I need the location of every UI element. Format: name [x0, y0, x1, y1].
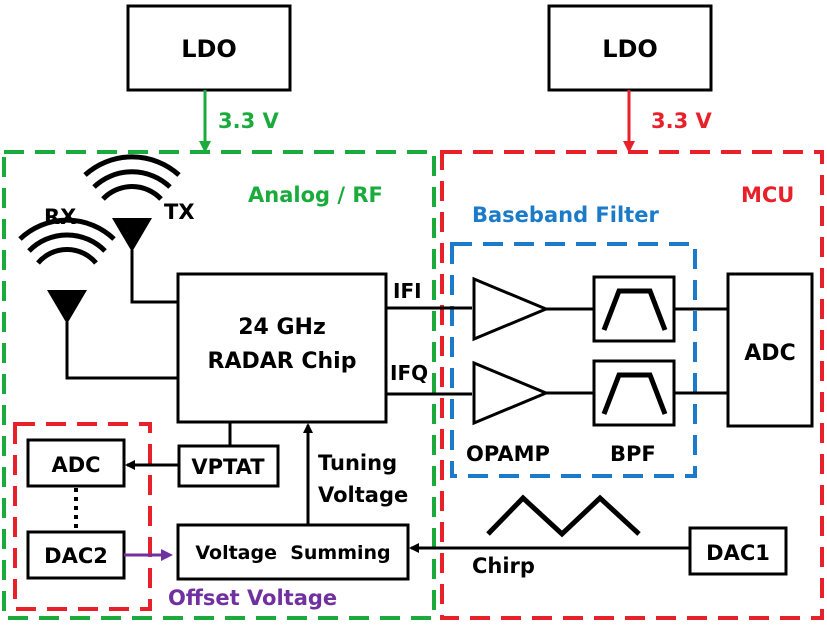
- radar-chip-line1: 24 GHz: [238, 315, 326, 340]
- adc-main-label: ADC: [744, 341, 795, 366]
- opamp-triangle-icon: [472, 360, 550, 426]
- chirp-waveform-icon: [486, 494, 641, 538]
- rx-label: RX: [44, 205, 76, 229]
- antenna-rx-icon: [18, 217, 178, 380]
- voltage-summing-label: Voltage Summing: [195, 542, 390, 564]
- radar-chip-box: [176, 272, 388, 424]
- vptat-label: VPTAT: [191, 455, 265, 479]
- dac2-box: [26, 530, 126, 580]
- baseband-filter-title: Baseband Filter: [472, 203, 659, 227]
- adc-small-box: [26, 438, 126, 488]
- adc-small-label: ADC: [51, 453, 100, 477]
- voltage-summing-box: [176, 523, 410, 581]
- ldo-left-supply: 3.3 V: [218, 109, 280, 133]
- analog-rf-region: [2, 150, 436, 620]
- ldo-left-box: [126, 4, 292, 92]
- antenna-tx-icon: [83, 154, 181, 304]
- dac2-label: DAC2: [44, 544, 108, 568]
- bandpass-filter-icon: [601, 372, 668, 415]
- opamp-triangle-icon: [472, 276, 550, 342]
- ifi-label: IFI: [393, 279, 422, 303]
- tx-label: TX: [164, 200, 195, 224]
- opamp-label: OPAMP: [466, 442, 550, 466]
- dac1-label: DAC1: [706, 541, 770, 565]
- tuning-label-line2: Voltage: [318, 483, 408, 507]
- tuning-label-line1: Tuning: [318, 451, 397, 475]
- bandpass-filter-icon: [601, 288, 668, 331]
- adc-main-box: [726, 272, 814, 428]
- ifq-label: IFQ: [390, 361, 428, 385]
- bpf-bottom-box: [592, 359, 676, 427]
- bpf-label: BPF: [610, 442, 656, 466]
- dac1-box: [688, 526, 788, 576]
- vptat-box: [177, 444, 280, 488]
- radar-chip-line2: RADAR Chip: [208, 349, 357, 374]
- ldo-left-label: LDO: [181, 35, 237, 63]
- baseband-filter-region: [450, 242, 697, 478]
- analog-rf-title: Analog / RF: [248, 183, 383, 207]
- mcu-title: MCU: [741, 183, 794, 207]
- offset-subregion: [13, 422, 152, 611]
- ldo-right-label: LDO: [602, 35, 658, 63]
- offset-voltage-label: Offset Voltage: [168, 586, 337, 610]
- ldo-right-supply: 3.3 V: [651, 109, 713, 133]
- bpf-top-box: [592, 275, 676, 343]
- chirp-label: Chirp: [472, 554, 535, 578]
